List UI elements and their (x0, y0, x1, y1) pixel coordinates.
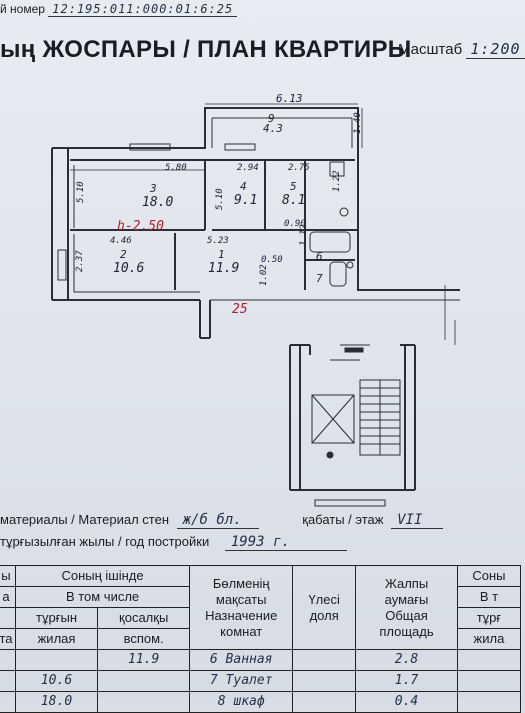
aux-cell (97, 691, 191, 713)
purpose-kz: Бөлменің (212, 575, 270, 591)
dim-0-50: 0.50 (261, 255, 283, 265)
purpose-cell: 8 шкаф (189, 691, 294, 713)
cadastral-number-value: 12:195:011:000:01:6:25 (48, 2, 238, 17)
dim-5-10-left: 5.10 (76, 181, 86, 203)
purpose-header: Бөлменің мақсаты Назначение комнат (189, 565, 294, 650)
room-4-area: 9.1 (234, 193, 257, 208)
build-year-value: 1993 г. (224, 534, 347, 551)
living-ru-header: жилая (14, 628, 99, 650)
dim-2-75: 2.75 (288, 163, 310, 173)
wall-material-line: материалы / Материал стен ж/б бл. қабаты… (0, 512, 444, 529)
dim-1-02: 1.02 (259, 264, 269, 286)
aux-cell (97, 670, 191, 692)
balcony-width: 6.13 (276, 92, 303, 105)
purpose-kz2: мақсаты (215, 591, 267, 607)
total-ru2: площадь (379, 623, 434, 639)
total-cell: 1.7 (355, 670, 458, 692)
staircase (311, 347, 401, 459)
right-header-3: тұрғ (456, 607, 522, 629)
build-year-line: тұрғызылған жылы / год постройки 1993 г. (0, 534, 347, 551)
table-row: 18.0 8 шкаф 0.4 (0, 691, 522, 713)
dim-5-23: 5.23 (207, 236, 229, 246)
scale-label: Масштаб (398, 41, 463, 58)
room-3-number: 3 (149, 182, 157, 195)
wall-inner-lines (73, 117, 460, 361)
room-2-area: 10.6 (113, 261, 144, 276)
aux-kz-header: қосалқы (97, 607, 191, 629)
room-4-number: 4 (240, 180, 247, 193)
ceiling-height: h-2.50 (117, 219, 164, 234)
scale-value: 1:200 (466, 40, 525, 59)
aux-cell: 11.9 (97, 649, 191, 671)
share-kz: Үлесі (308, 591, 340, 607)
floor-label: қабаты / этаж (302, 512, 384, 527)
dim-5-10-mid: 5.10 (215, 188, 225, 210)
floor-plan: 6.13 9 4.3 1.40 5.80 2.94 2.75 3 18.0 4 … (51, 92, 460, 507)
wall-material-label: материалы / Материал стен (0, 512, 169, 527)
room-7-number: 7 (316, 272, 323, 285)
purpose-cell: 7 Туалет (189, 670, 294, 692)
room-5-number: 5 (290, 180, 297, 193)
living-cell: 10.6 (14, 670, 99, 692)
room-6-number: 6 (316, 250, 323, 263)
col-a-cell (0, 607, 16, 629)
room-2-number: 2 (120, 248, 127, 261)
share-header: Үлесі доля (292, 565, 357, 650)
col-a-cell: ы (0, 565, 16, 587)
dim-2-94: 2.94 (237, 163, 259, 173)
bathroom-fixtures (309, 161, 354, 287)
wall-material-value: ж/б бл. (176, 512, 259, 529)
living-kz-header: тұрғын (14, 607, 99, 629)
right-header-2: В т (456, 586, 522, 608)
total-area-header: Жалпы аумағы Общая площадь (355, 565, 458, 650)
purpose-ru2: комнат (220, 623, 263, 639)
incl-kz-header: Соның ішінде (14, 565, 191, 587)
dim-5-80: 5.80 (165, 163, 187, 173)
purpose-ru: Назначение (205, 607, 278, 623)
apartment-number: 25 (232, 302, 248, 317)
room-5-area: 8.1 (282, 193, 305, 208)
table-row: 11.9 6 Ванная 2.8 (0, 649, 522, 671)
registration-table: ы Соның ішінде Бөлменің мақсаты Назначен… (0, 565, 522, 713)
dim-4-46: 4.46 (110, 236, 132, 246)
balcony-area: 4.3 (263, 122, 283, 135)
build-year-label: тұрғызылған жылы / год постройки (0, 534, 210, 549)
col-a-cell: та (0, 628, 16, 650)
windows (57, 143, 386, 507)
living-cell (14, 649, 99, 671)
total-kz: Жалпы (384, 575, 429, 591)
dimension-lines (70, 103, 456, 345)
dim-0-90: 0.90 (284, 219, 306, 229)
dim-1-22: 1.22 (332, 170, 342, 192)
table-row: 10.6 7 Туалет 1.7 (0, 670, 522, 692)
scale: Масштаб 1:200 (398, 40, 525, 59)
document-title: ың ЖОСПАРЫ / ПЛАН КВАРТИРЫ (0, 36, 412, 63)
total-cell: 0.4 (355, 691, 458, 713)
balcony-depth: 1.40 (353, 112, 363, 134)
room-1-area: 11.9 (208, 261, 239, 276)
room-labels: 6.13 9 4.3 1.40 5.80 2.94 2.75 3 18.0 4 … (75, 92, 363, 317)
floor-value: VII (391, 512, 444, 529)
room-1-number: 1 (218, 248, 225, 261)
incl-ru-header: В том числе (14, 586, 191, 608)
total-cell: 2.8 (355, 649, 458, 671)
aux-ru-header: вспом. (97, 628, 191, 650)
purpose-cell: 6 Ванная (189, 649, 294, 671)
share-ru: доля (309, 607, 339, 623)
dim-1-12: 1.12 (299, 224, 309, 246)
building-walls (51, 107, 460, 491)
right-header-4: жила (456, 628, 522, 650)
cadastral-number-line: й номер 12:195:011:000:01:6:25 (0, 2, 238, 17)
total-ru: Общая (385, 607, 428, 623)
living-cell: 18.0 (14, 691, 99, 713)
room-3-area: 18.0 (142, 195, 173, 210)
balcony-number: 9 (268, 112, 275, 125)
dim-2-37: 2.37 (75, 250, 85, 272)
total-kz2: аумағы (384, 591, 429, 607)
cadastral-number-label: й номер (0, 2, 45, 16)
right-header-1: Соны (456, 565, 522, 587)
col-a-cell: а (0, 586, 16, 608)
